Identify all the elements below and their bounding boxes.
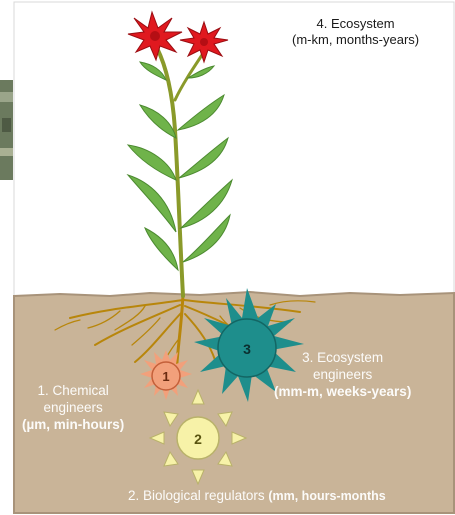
chemical-scale: (µm, min-hours) [22,417,124,434]
chemical-title-2: engineers [22,400,124,417]
biological-regulators-label: 2. Biological regulators (mm, hours-mont… [128,488,386,505]
engineers-title-2: engineers [274,367,411,384]
regulators-title: 2. Biological regulators [128,488,265,503]
regulators-scale: (mm, hours-months [268,489,385,503]
organism-1-number: 1 [162,369,169,384]
engineers-title-1: 3. Ecosystem [274,350,411,367]
engineers-scale: (mm-m, weeks-years) [274,384,411,401]
chemical-engineers-label: 1. Chemical engineers (µm, min-hours) [22,383,124,434]
organism-2-number: 2 [194,431,202,447]
ecosystem-label: 4. Ecosystem (m-km, months-years) [292,16,419,49]
ecosystem-engineers-label: 3. Ecosystem engineers (mm-m, weeks-year… [274,350,411,401]
chemical-title-1: 1. Chemical [22,383,124,400]
photo-thumbnail-edge [0,80,13,180]
organism-3-number: 3 [243,341,251,357]
ecosystem-title: 4. Ecosystem [292,16,419,32]
ecosystem-scale: (m-km, months-years) [292,32,419,48]
